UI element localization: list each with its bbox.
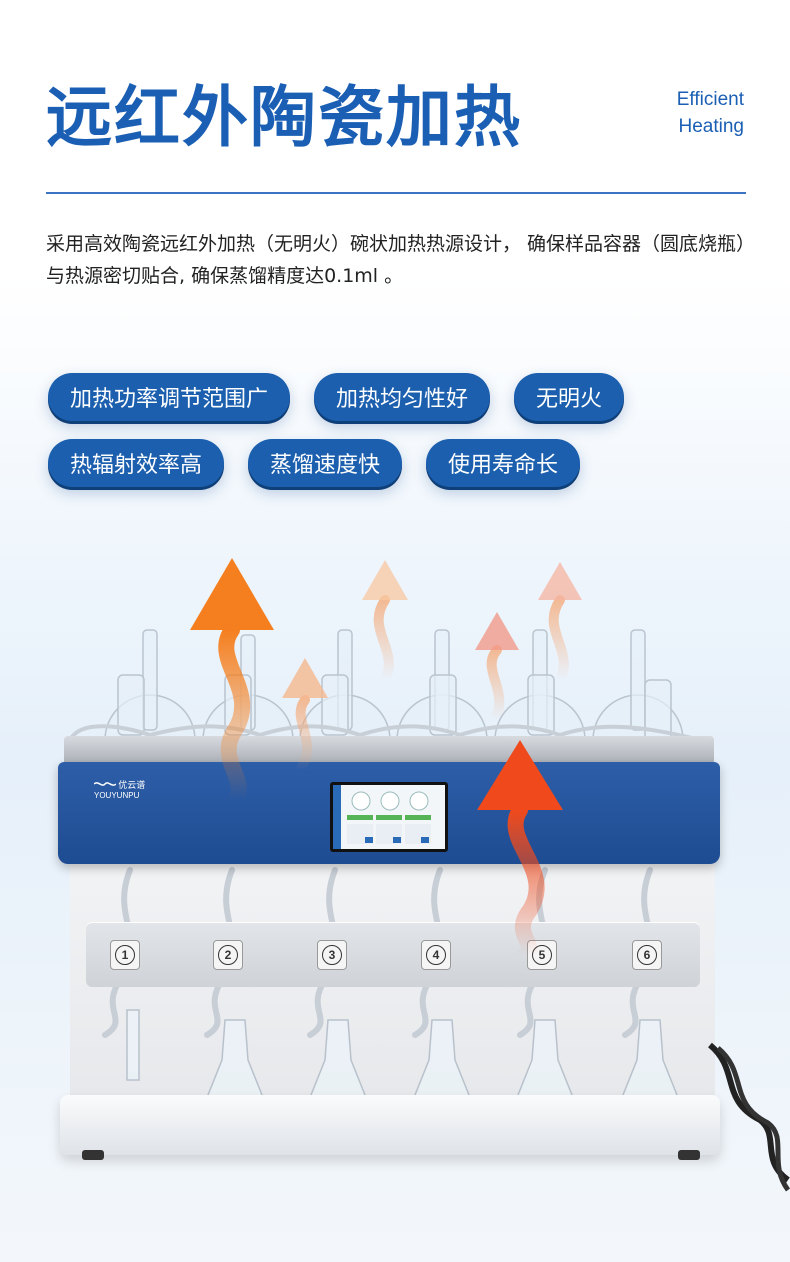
arrow-orange-large bbox=[190, 558, 274, 808]
station-knob-3[interactable]: 3 bbox=[317, 940, 347, 970]
arrow-red-large bbox=[477, 740, 563, 960]
brand-logo: 优云谱 YOUYUNPU bbox=[93, 780, 146, 800]
arrow-pale-3 bbox=[475, 612, 519, 725]
base-tray bbox=[60, 1095, 720, 1155]
description-text: 采用高效陶瓷远红外加热（无明火）碗状加热热源设计， 确保样品容器（圆底烧瓶）与热… bbox=[46, 233, 746, 287]
arrow-pale-4 bbox=[538, 562, 582, 685]
top-plate bbox=[64, 736, 714, 766]
power-cable bbox=[707, 1042, 790, 1192]
foot-right bbox=[678, 1150, 700, 1160]
page-subtitle: Efficient Heating bbox=[584, 86, 744, 140]
tag-distill-speed: 蒸馏速度快 bbox=[248, 439, 403, 487]
station-knob-6[interactable]: 6 bbox=[632, 940, 662, 970]
heat-arrows bbox=[190, 558, 582, 960]
subtitle-line-1: Efficient bbox=[676, 89, 744, 110]
station-knob-4[interactable]: 4 bbox=[421, 940, 451, 970]
wave-logo-icon bbox=[93, 782, 117, 786]
station-knob-1[interactable]: 1 bbox=[110, 940, 140, 970]
tag-radiation-efficiency: 热辐射效率高 bbox=[48, 439, 225, 487]
arrow-pale-1 bbox=[282, 658, 328, 775]
product-image: 1 2 3 4 5 6 优云谱 YOUYUNPU bbox=[0, 540, 790, 1262]
tag-power-range: 加热功率调节范围广 bbox=[48, 373, 291, 421]
station-panel bbox=[86, 922, 700, 987]
arrow-pale-2 bbox=[362, 560, 408, 685]
foot-left bbox=[82, 1150, 104, 1160]
touch-screen[interactable] bbox=[330, 782, 448, 852]
tag-no-flame: 无明火 bbox=[514, 373, 625, 421]
station-knob-2[interactable]: 2 bbox=[213, 940, 243, 970]
tag-long-life: 使用寿命长 bbox=[426, 439, 581, 487]
page-title: 远红外陶瓷加热 bbox=[46, 79, 522, 156]
tag-uniform-heating: 加热均匀性好 bbox=[314, 373, 491, 421]
subtitle-line-2: Heating bbox=[678, 116, 745, 137]
tag-row-2: 热辐射效率高 蒸馏速度快 使用寿命长 bbox=[48, 439, 748, 487]
title-divider bbox=[46, 192, 746, 194]
tag-row-1: 加热功率调节范围广 加热均匀性好 无明火 bbox=[48, 373, 748, 421]
feature-tags: 加热功率调节范围广 加热均匀性好 无明火 热辐射效率高 蒸馏速度快 使用寿命长 bbox=[48, 373, 748, 505]
screen-ui-icon bbox=[333, 785, 431, 849]
